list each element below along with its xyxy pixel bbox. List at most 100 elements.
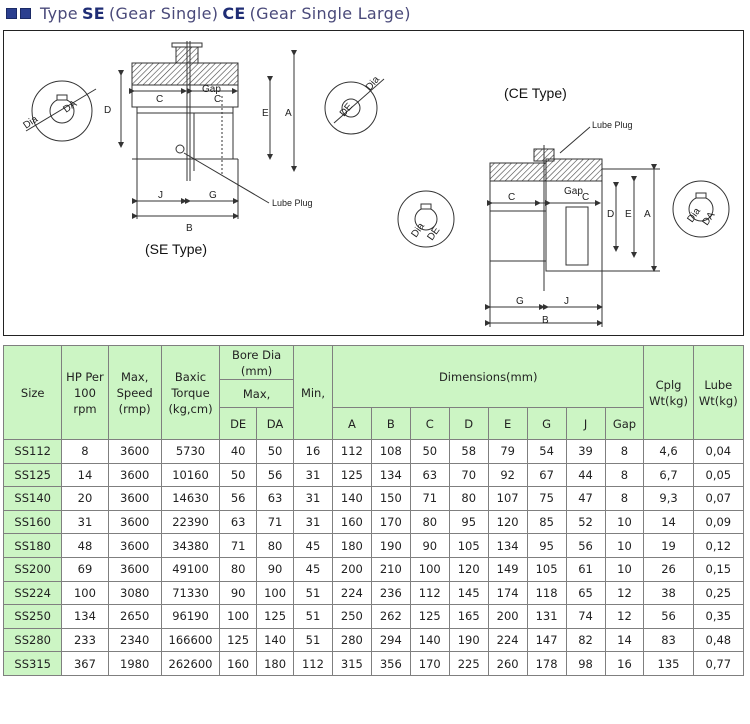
table-cell: 140 — [256, 627, 294, 653]
table-cell: 0,48 — [692, 627, 745, 653]
table-cell: 160 — [331, 509, 372, 535]
table-cell: 224 — [487, 627, 528, 653]
header-hp: HP Per 100 rpm — [61, 345, 109, 440]
table-cell: 149 — [487, 556, 528, 582]
header-bore-dia: Bore Dia (mm) — [219, 345, 294, 380]
table-cell: 112 — [293, 651, 333, 676]
label-c: C — [582, 192, 589, 203]
table-cell: 108 — [370, 439, 411, 464]
table-cell: 31 — [61, 509, 109, 535]
table-cell: 70 — [448, 462, 489, 488]
size-cell: SS160 — [2, 509, 63, 535]
table-cell: 82 — [565, 627, 606, 653]
table-cell: 200 — [331, 556, 372, 582]
table-cell: 51 — [293, 627, 333, 653]
table-cell: 63 — [256, 486, 294, 511]
table-cell: 54 — [526, 439, 567, 464]
table-cell: 65 — [565, 580, 606, 606]
table-cell: 22390 — [160, 509, 221, 535]
table-cell: 26 — [643, 556, 694, 582]
table-cell: 134 — [370, 462, 411, 488]
table-cell: 51 — [293, 580, 333, 606]
table-cell: 236 — [370, 580, 411, 606]
table-cell: 150 — [370, 486, 411, 511]
table-cell: 224 — [331, 580, 372, 606]
table-cell: 174 — [487, 580, 528, 606]
table-cell: 31 — [293, 509, 333, 535]
table-cell: 8 — [61, 439, 109, 464]
table-cell: 356 — [370, 651, 411, 676]
table-cell: 120 — [487, 509, 528, 535]
table-cell: 0,35 — [692, 604, 745, 629]
table-cell: 2650 — [107, 604, 162, 629]
size-cell: SS250 — [2, 604, 63, 629]
se-type-label: (SE Type) — [145, 241, 207, 257]
title-prefix: Type — [40, 3, 78, 23]
table-cell: 61 — [565, 556, 606, 582]
table-cell: 52 — [565, 509, 606, 535]
label-b: B — [186, 223, 193, 234]
table-cell: 38 — [643, 580, 694, 606]
table-cell: 170 — [409, 651, 450, 676]
table-cell: 50 — [256, 439, 294, 464]
table-cell: 14 — [604, 627, 645, 653]
table-cell: 58 — [448, 439, 489, 464]
header-speed: Max, Speed (rmp) — [107, 345, 162, 440]
table-cell: 315 — [331, 651, 372, 676]
table-cell: 145 — [448, 580, 489, 606]
table-cell: 45 — [293, 556, 333, 582]
table-cell: 12 — [604, 604, 645, 629]
table-cell: 47 — [565, 486, 606, 511]
label-c: C — [508, 192, 515, 203]
table-cell: 2340 — [107, 627, 162, 653]
table-cell: 75 — [526, 486, 567, 511]
table-cell: 3600 — [107, 509, 162, 535]
table-cell: 180 — [256, 651, 294, 676]
header-da: DA — [256, 407, 294, 440]
table-cell: 0,05 — [692, 462, 745, 488]
label-a: A — [285, 108, 292, 119]
table-cell: 0,12 — [692, 533, 745, 558]
table-cell: 260 — [487, 651, 528, 676]
table-cell: 63 — [219, 509, 258, 535]
table-cell: 34380 — [160, 533, 221, 558]
table-cell: 4,6 — [643, 439, 694, 464]
table-cell: 105 — [448, 533, 489, 558]
label-e: E — [262, 108, 269, 119]
table-cell: 5730 — [160, 439, 221, 464]
label-g: G — [209, 190, 217, 201]
label-d: D — [104, 105, 111, 116]
ce-end-view-top: DE Dia — [324, 74, 385, 135]
header-size: Size — [2, 345, 63, 440]
size-cell: SS315 — [2, 651, 63, 676]
size-cell: SS280 — [2, 627, 63, 653]
header-cplg: Cplg Wt(kg) — [643, 345, 694, 440]
table-cell: 178 — [526, 651, 567, 676]
table-cell: 118 — [526, 580, 567, 606]
table-cell: 80 — [219, 556, 258, 582]
header-dim: A — [331, 407, 372, 440]
table-cell: 0,25 — [692, 580, 745, 606]
table-cell: 10 — [604, 533, 645, 558]
label-b: B — [542, 315, 549, 326]
table-cell: 6,7 — [643, 462, 694, 488]
table-cell: 3600 — [107, 486, 162, 511]
table-cell: 39 — [565, 439, 606, 464]
table-cell: 250 — [331, 604, 372, 629]
label-d: D — [607, 209, 614, 220]
ce-lube-plug-label: Lube Plug — [592, 120, 633, 130]
table-cell: 80 — [256, 533, 294, 558]
table-cell: 3080 — [107, 580, 162, 606]
table-cell: 14630 — [160, 486, 221, 511]
table-cell: 134 — [61, 604, 109, 629]
table-cell: 125 — [409, 604, 450, 629]
table-cell: 140 — [331, 486, 372, 511]
table-cell: 165 — [448, 604, 489, 629]
title-se-code: SE — [81, 3, 106, 23]
table-cell: 51 — [293, 604, 333, 629]
table-cell: 262 — [370, 604, 411, 629]
